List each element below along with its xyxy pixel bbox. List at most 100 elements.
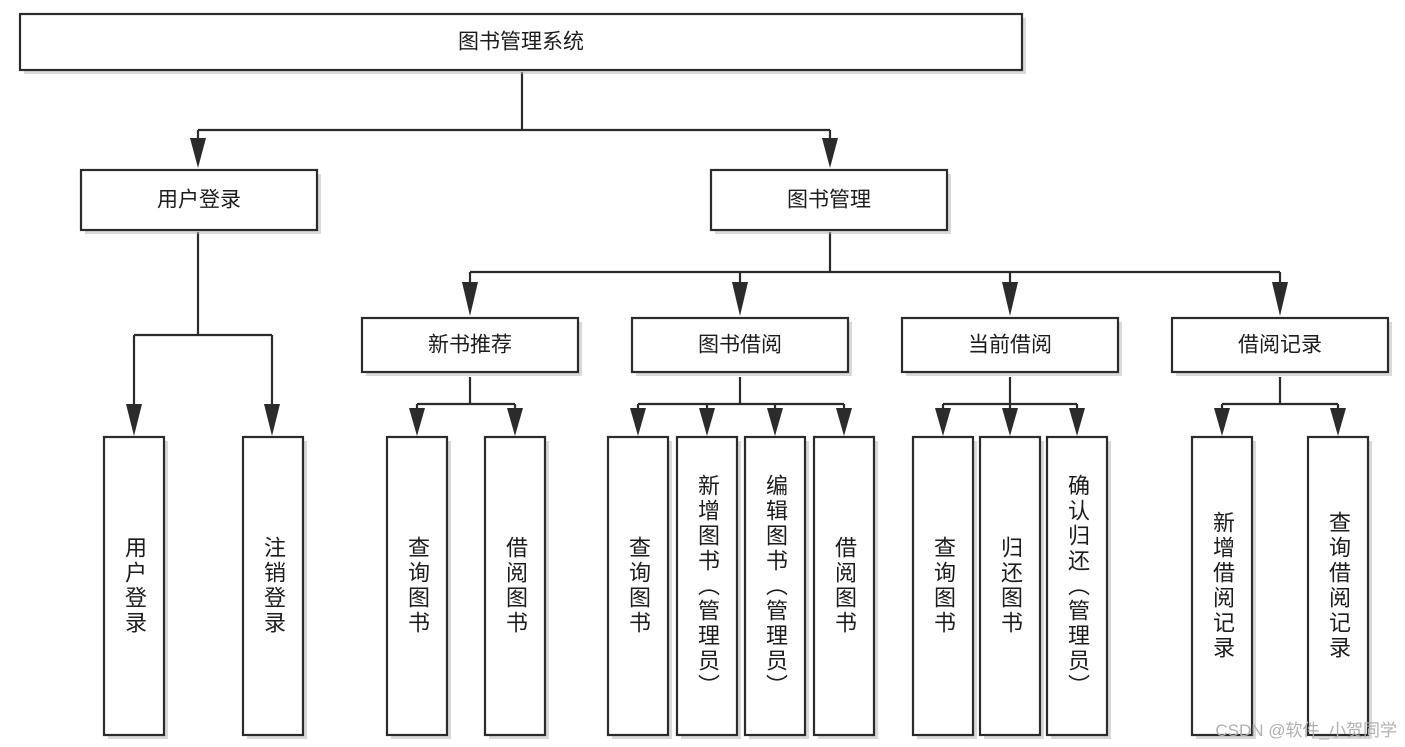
arrow-borrow-record <box>1272 282 1288 316</box>
node-borrow-record-box[interactable] <box>1170 316 1390 374</box>
leaf-add-record-label: 新增借阅记录 <box>1210 511 1235 661</box>
leaf-query-book-1-text-area: 查询图书 <box>405 536 430 636</box>
leaf-borrow-book-1[interactable]: 借阅图书 <box>483 435 549 739</box>
node-book-borrow-box[interactable] <box>630 316 850 374</box>
leaf-add-book-box[interactable] <box>675 435 739 737</box>
leaf-query-book-3-label: 查询图书 <box>931 536 956 636</box>
arrow-leaf-borrow-book-1 <box>507 408 523 436</box>
connector-group-borrow-record-leaves <box>1214 377 1346 436</box>
leaf-confirm-return-label: 确认归还（管理员） <box>1065 473 1090 699</box>
node-user-login-label: 用户登录 <box>157 189 241 212</box>
leaf-confirm-return-text-area: 确认归还（管理员） <box>1065 473 1090 699</box>
arrow-leaf-add-record <box>1214 408 1230 436</box>
leaf-query-record-label: 查询借阅记录 <box>1326 511 1351 661</box>
arrow-current-borrow <box>1002 282 1018 316</box>
leaf-return-book-text-area: 归还图书 <box>998 536 1023 636</box>
node-new-book-recommend[interactable]: 新书推荐 <box>360 316 582 376</box>
leaf-user-login-label: 用户登录 <box>122 536 147 636</box>
node-current-borrow-box[interactable] <box>900 316 1120 374</box>
leaf-logout-login-label: 注销登录 <box>261 536 286 636</box>
leaf-borrow-book-2[interactable]: 借阅图书 <box>812 435 878 739</box>
leaf-query-book-3-box[interactable] <box>911 435 975 737</box>
node-root-label: 图书管理系统 <box>458 31 584 54</box>
leaf-borrow-book-2-label: 借阅图书 <box>832 536 857 636</box>
leaf-query-book-1[interactable]: 查询图书 <box>385 435 451 739</box>
leaf-query-book-2-box[interactable] <box>606 435 670 737</box>
arrow-leaf-user-login <box>126 404 142 436</box>
leaf-add-book-label: 新增图书（管理员） <box>695 473 720 699</box>
leaf-query-book-2[interactable]: 查询图书 <box>606 435 672 739</box>
node-user-login-box[interactable] <box>79 168 319 232</box>
arrow-leaf-query-book-2 <box>630 408 646 436</box>
connector-group-book-management-to-level3 <box>462 232 1288 316</box>
leaf-edit-book-label: 编辑图书（管理员） <box>763 473 788 699</box>
arrow-leaf-query-book-1 <box>409 408 425 436</box>
arrow-book-borrow <box>732 282 748 316</box>
leaf-edit-book[interactable]: 编辑图书（管理员） <box>743 435 809 739</box>
arrow-leaf-edit-book <box>767 408 783 436</box>
leaf-add-record-box[interactable] <box>1190 435 1254 737</box>
leaf-borrow-book-2-text-area: 借阅图书 <box>832 536 857 636</box>
node-book-management-box[interactable] <box>709 168 949 232</box>
leaf-query-book-1-box[interactable] <box>385 435 449 737</box>
leaf-add-record-text-area: 新增借阅记录 <box>1210 511 1235 661</box>
leaf-confirm-return-box[interactable] <box>1045 435 1109 737</box>
connector-group-user-login-leaves <box>126 232 280 436</box>
arrow-leaf-query-book-3 <box>935 408 951 436</box>
connector-group-new-book-leaves <box>409 377 523 436</box>
arrow-leaf-confirm-return <box>1069 408 1085 436</box>
connector-group-current-borrow-leaves <box>935 377 1085 436</box>
leaf-user-login-box[interactable] <box>102 435 166 737</box>
leaf-query-book-3[interactable]: 查询图书 <box>911 435 977 739</box>
node-root[interactable]: 图书管理系统 <box>18 12 1026 74</box>
leaf-add-record[interactable]: 新增借阅记录 <box>1190 435 1256 739</box>
leaf-borrow-book-1-text-area: 借阅图书 <box>503 536 528 636</box>
leaf-query-book-3-text-area: 查询图书 <box>931 536 956 636</box>
node-new-book-recommend-label: 新书推荐 <box>428 334 512 357</box>
leaf-add-book-text-area: 新增图书（管理员） <box>695 473 720 699</box>
leaf-logout-login-text-area: 注销登录 <box>261 536 286 636</box>
node-borrow-record[interactable]: 借阅记录 <box>1170 316 1392 376</box>
leaf-query-record-text-area: 查询借阅记录 <box>1326 511 1351 661</box>
leaf-borrow-book-1-box[interactable] <box>483 435 547 737</box>
leaf-logout-login[interactable]: 注销登录 <box>241 435 307 739</box>
arrow-book-management <box>822 138 838 168</box>
arrow-leaf-borrow-book-2 <box>836 408 852 436</box>
leaf-borrow-book-1-label: 借阅图书 <box>503 536 528 636</box>
arrow-user-login <box>190 138 206 168</box>
connector-group-book-borrow-leaves <box>630 377 852 436</box>
leaf-edit-book-text-area: 编辑图书（管理员） <box>763 473 788 699</box>
arrow-leaf-query-record <box>1330 408 1346 436</box>
leaf-logout-login-box[interactable] <box>241 435 305 737</box>
node-new-book-recommend-box[interactable] <box>360 316 580 374</box>
leaf-confirm-return[interactable]: 确认归还（管理员） <box>1045 435 1111 739</box>
csdn-watermark: CSDN @软件_小贺同学 <box>1215 721 1397 740</box>
leaf-return-book-box[interactable] <box>978 435 1042 737</box>
leaf-query-record[interactable]: 查询借阅记录 <box>1306 435 1372 739</box>
leaf-user-login[interactable]: 用户登录 <box>102 435 168 739</box>
arrow-new-book-recommend <box>462 282 478 316</box>
leaf-return-book-label: 归还图书 <box>998 536 1023 636</box>
leaf-query-book-1-label: 查询图书 <box>405 536 430 636</box>
arrow-leaf-add-book <box>699 408 715 436</box>
node-book-borrow[interactable]: 图书借阅 <box>630 316 852 376</box>
leaf-add-book[interactable]: 新增图书（管理员） <box>675 435 741 739</box>
leaf-borrow-book-2-box[interactable] <box>812 435 876 737</box>
node-current-borrow-label: 当前借阅 <box>968 334 1052 357</box>
arrow-leaf-logout-login <box>264 404 280 436</box>
leaf-user-login-text-area: 用户登录 <box>122 536 147 636</box>
node-book-borrow-label: 图书借阅 <box>698 334 782 357</box>
leaf-query-record-box[interactable] <box>1306 435 1370 737</box>
leaf-query-book-2-label: 查询图书 <box>626 536 651 636</box>
connector-group-root-to-level2 <box>190 72 838 168</box>
node-borrow-record-label: 借阅记录 <box>1238 334 1322 357</box>
leaf-query-book-2-text-area: 查询图书 <box>626 536 651 636</box>
node-book-management[interactable]: 图书管理 <box>709 168 951 234</box>
node-root-box[interactable] <box>18 12 1024 72</box>
node-current-borrow[interactable]: 当前借阅 <box>900 316 1122 376</box>
leaf-return-book[interactable]: 归还图书 <box>978 435 1044 739</box>
leaf-edit-book-box[interactable] <box>743 435 807 737</box>
node-user-login[interactable]: 用户登录 <box>79 168 321 234</box>
